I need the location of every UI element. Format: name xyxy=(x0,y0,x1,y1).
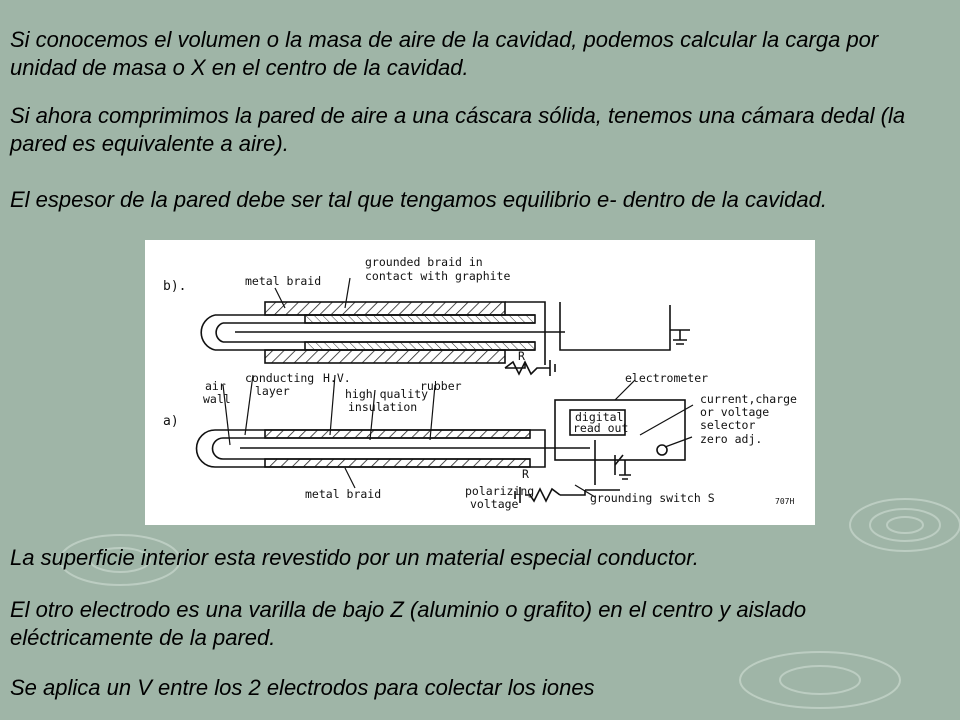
label-grounding-switch: grounding switch S xyxy=(590,491,715,505)
label-layer: layer xyxy=(255,384,290,398)
chamber-a xyxy=(195,399,686,503)
label-metal-braid-top: metal braid xyxy=(245,274,321,288)
label-voltage: voltage xyxy=(470,497,519,511)
label-hv: H.V. xyxy=(323,371,351,385)
label-air: air xyxy=(205,379,226,393)
paragraph-volume: Si conocemos el volumen o la masa de air… xyxy=(10,27,879,80)
label-zero-adj: zero adj. xyxy=(700,432,762,446)
paragraph-electrode: El otro electrodo es una varilla de bajo… xyxy=(10,597,807,650)
label-metal-braid-bottom: metal braid xyxy=(305,487,381,501)
label-b: b). xyxy=(163,279,186,294)
label-a: a) xyxy=(163,414,179,429)
paragraph-inner-surface: La superficie interior esta revestido po… xyxy=(10,545,699,570)
thimble-chamber-diagram: b). a) metal braid grounded braid in con… xyxy=(145,240,815,525)
paragraph-wall-thickness: El espesor de la pared debe ser tal que … xyxy=(10,187,827,212)
label-high-quality: high quality xyxy=(345,387,428,401)
label-grounded-braid-1: grounded braid in xyxy=(365,255,483,269)
label-figure-code: 707H xyxy=(775,497,794,506)
chamber-b xyxy=(200,301,690,376)
paragraph-thimble-chamber: Si ahora comprimimos la pared de aire a … xyxy=(10,103,906,156)
label-grounded-braid-2: contact with graphite xyxy=(365,269,510,283)
paragraph-voltage: Se aplica un V entre los 2 electrodos pa… xyxy=(10,675,595,700)
label-read-out: read out xyxy=(573,421,628,435)
label-digital: digital xyxy=(575,410,623,424)
label-wall: wall xyxy=(203,392,231,406)
label-selector-1: current,charge xyxy=(700,392,797,406)
label-electrometer: electrometer xyxy=(625,371,708,385)
label-r-bottom: R xyxy=(522,467,529,481)
label-rubber: rubber xyxy=(420,379,462,393)
label-selector-3: selector xyxy=(700,418,755,432)
label-polarizing: polarizing xyxy=(465,484,534,498)
label-insulation: insulation xyxy=(348,400,417,414)
label-selector-2: or voltage xyxy=(700,405,769,419)
label-conducting: conducting xyxy=(245,371,314,385)
diagram-svg: b). a) metal braid grounded braid in con… xyxy=(163,255,797,511)
pointer-lines xyxy=(222,277,694,498)
label-r-top: R xyxy=(518,349,525,363)
